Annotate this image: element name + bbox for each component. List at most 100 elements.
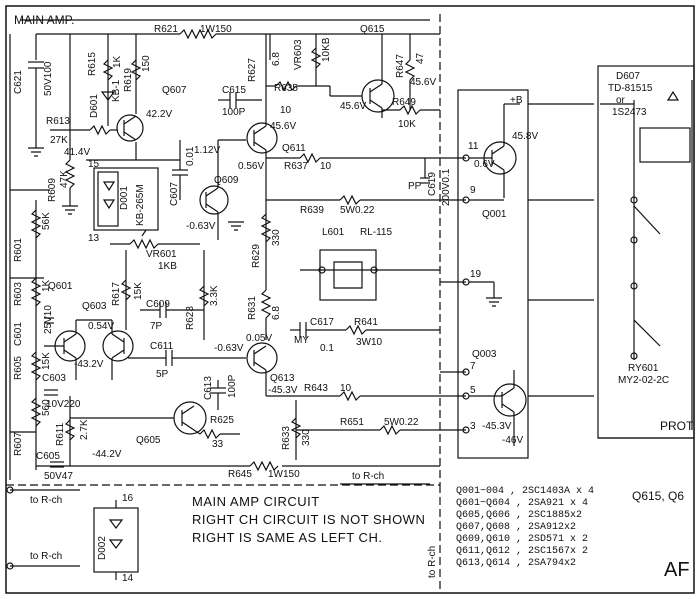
q613-ref: Q613 (270, 373, 295, 384)
r611-ref: R611 (55, 422, 66, 446)
node-13: 13 (88, 233, 100, 244)
node-15: 15 (88, 159, 100, 170)
node-5: 5 (470, 385, 476, 396)
r651-value: 5W0.22 (384, 417, 419, 428)
ry601-value: MY2-02-2C (618, 375, 670, 386)
voltage-0-56: 0.56V (238, 161, 265, 172)
r609-ref: R609 (47, 178, 58, 202)
c601-ref: C601 (13, 322, 24, 346)
voltage-41-4: 41.4V (64, 147, 91, 158)
r621-ref: R621 (154, 24, 178, 35)
vr601-value: 1KB (158, 261, 177, 272)
r609-value: 47K (59, 170, 70, 188)
to-r-ch-mid: to R-ch (352, 471, 385, 482)
q003-ref: Q003 (472, 349, 497, 360)
q605-ref: Q605 (136, 435, 161, 446)
vr603-value: 10KB (321, 37, 332, 62)
r631-ref: R631 (247, 296, 258, 320)
c617-ref: C617 (310, 317, 334, 328)
r643-ref: R643 (304, 383, 328, 394)
r625-value: 33 (212, 439, 224, 450)
r613-ref: R613 (46, 116, 70, 127)
r619-ref: R619 (123, 68, 134, 92)
parts-list-row: Q611,Q612 , 2SC1567x 2 (456, 546, 589, 557)
c607-ref: C607 (169, 182, 180, 206)
r619-value: 150 (141, 55, 152, 72)
parts-list-extra: Q615, Q6 (632, 489, 685, 503)
plus-b: +B (510, 95, 523, 106)
r623-ref: R623 (185, 306, 196, 330)
r643-value: 10 (340, 383, 352, 394)
l601-value: RL-115 (360, 227, 393, 238)
voltage-1-12: 1.12V (194, 145, 221, 156)
c603-ref: C603 (42, 373, 66, 384)
r633-ref: R633 (281, 426, 292, 450)
d607-or: or (616, 95, 625, 106)
c603-value: 10V220 (46, 399, 81, 410)
q603-ref: Q603 (82, 301, 107, 312)
c619-value: 200V0.1 (441, 168, 452, 206)
r645-ref: R645 (228, 469, 252, 480)
parts-list: Q001~004 , 2SC1403A x 4 Q601~Q604 , 2SA9… (456, 486, 656, 570)
r601-value: 56K (41, 212, 52, 230)
voltage-neg-0-63-b: -0.63V (214, 343, 244, 354)
r605-ref: R605 (13, 356, 24, 380)
l601-ref: L601 (322, 227, 345, 238)
voltage-45-6-b: 45.6V (340, 101, 367, 112)
parts-list-row: Q613,Q614 , 2SA794x2 (456, 558, 577, 569)
r651-ref: R651 (340, 417, 364, 428)
c621-ref: C621 (13, 70, 24, 94)
c611-ref: C611 (150, 341, 174, 352)
r641-value: 3W10 (356, 337, 383, 348)
c613-value: 100P (227, 374, 238, 398)
d001-value: KB-265M (135, 184, 146, 226)
to-r-ch-upper: to R-ch (30, 495, 63, 506)
c605-ref: C605 (36, 451, 60, 462)
vr603-ref: VR603 (293, 39, 304, 70)
voltage-neg-45-3: -45.3V (268, 385, 298, 396)
d607-value: TD-81515 (608, 83, 653, 94)
node-19: 19 (470, 269, 482, 280)
note-line-1: MAIN AMP CIRCUIT (192, 494, 320, 509)
c609-value: 7P (150, 321, 163, 332)
voltage-0-6: 0.6V (474, 159, 495, 170)
r631-value: 6.8 (271, 306, 282, 320)
voltage-0-05: 0.05V (246, 333, 273, 344)
r647-value: 47 (415, 52, 426, 64)
r633-value: 330 (301, 429, 312, 446)
vr601-ref: VR601 (146, 249, 177, 260)
r635-ref: R635 (274, 83, 298, 94)
r645-value: 1W150 (268, 469, 300, 480)
d601-ref: D601 (89, 94, 100, 118)
r649-value: 10K (398, 119, 416, 130)
r637-ref: R637 (284, 161, 308, 172)
voltage-neg-45-3-b: -45.3V (482, 421, 512, 432)
d002-ref: D002 (97, 536, 108, 560)
c615-value: 100P (222, 107, 246, 118)
c609-ref: C609 (146, 299, 170, 310)
r621-value: 1W150 (200, 24, 232, 35)
parts-list-row: Q607,Q608 , 2SA912x2 (456, 522, 577, 533)
note-line-3: RIGHT IS SAME AS LEFT CH. (192, 530, 383, 545)
q607-ref: Q607 (162, 85, 187, 96)
r629-value: 330 (271, 229, 282, 246)
r605-value: 15K (41, 352, 52, 370)
voltage-45-6-c: 45.6V (410, 77, 437, 88)
to-r-ch-vertical: to R-ch (427, 545, 438, 578)
r623-value: 3.3K (209, 285, 220, 306)
q601-ref: Q601 (48, 281, 73, 292)
c619-ref: C619 (427, 172, 438, 196)
af-label: AF (664, 559, 690, 581)
voltage-0-54: 0.54V (88, 321, 115, 332)
r647-ref: R647 (395, 54, 406, 78)
r639-ref: R639 (300, 205, 324, 216)
r603-ref: R603 (13, 282, 24, 306)
node-9: 9 (470, 185, 476, 196)
r649-ref: R649 (392, 97, 416, 108)
r607-value: 560 (41, 399, 52, 416)
d607-alt: 1S2473 (612, 107, 647, 118)
r627-ref: R627 (247, 58, 258, 82)
protection-label: PROT (660, 419, 694, 433)
r625-ref: R625 (210, 415, 234, 426)
c615-ref: C615 (222, 85, 246, 96)
